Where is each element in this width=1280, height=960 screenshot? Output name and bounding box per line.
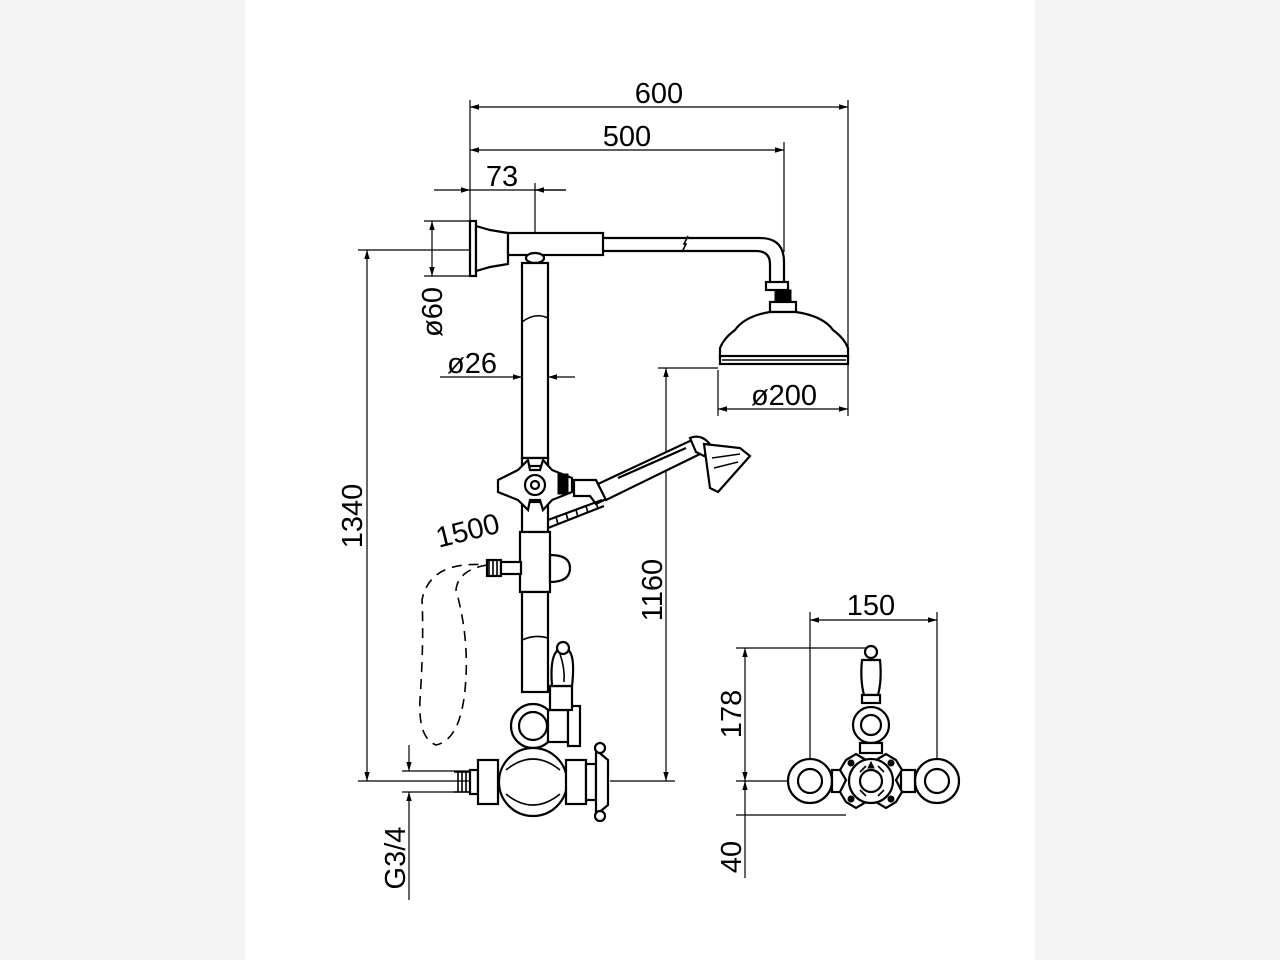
dim-label-flange: ø60 (417, 287, 449, 337)
dim-label-73: 73 (486, 161, 518, 193)
thermostatic-valve-side (454, 640, 610, 823)
dim-label-thread: G3/4 (380, 827, 412, 890)
dim-label-1340: 1340 (337, 484, 369, 549)
shower-head (718, 310, 850, 366)
dim-label-hose: 1500 (433, 508, 503, 555)
dimension-500 (470, 142, 785, 252)
hose-outlet (485, 553, 572, 584)
hand-shower (572, 435, 752, 506)
wall-flange (468, 219, 510, 278)
shower-arm (506, 231, 798, 314)
dim-label-head: ø200 (751, 380, 817, 412)
dimension-178 (736, 647, 868, 878)
dim-label-600: 600 (635, 78, 683, 110)
dimension-1160 (610, 367, 718, 782)
slider-cross-handle (496, 457, 574, 513)
dimension-150 (809, 612, 938, 762)
dim-label-riser: ø26 (447, 348, 497, 380)
dimension-head-200 (717, 370, 848, 416)
dim-label-500: 500 (603, 121, 651, 153)
dimension-flange-60 (424, 220, 470, 277)
shower-hose (547, 498, 605, 530)
dim-label-178: 178 (716, 690, 748, 738)
dimension-inlet-thread (402, 745, 470, 900)
dim-label-1160: 1160 (637, 559, 669, 621)
hose-path-dashed (419, 563, 488, 746)
dim-label-40: 40 (716, 841, 748, 873)
thermostatic-valve-front (786, 644, 961, 810)
dim-label-150: 150 (847, 590, 895, 622)
